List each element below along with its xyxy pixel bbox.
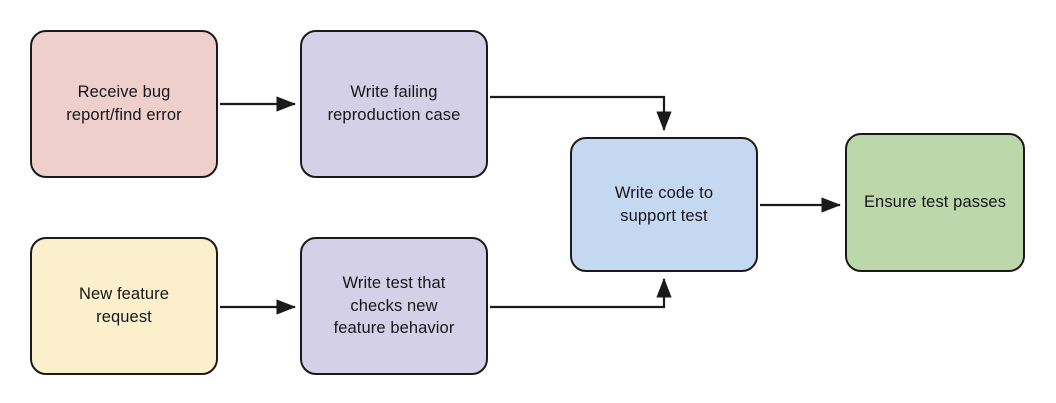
node-write-failing-reproduction-case[interactable]: Write failing reproduction case [300,30,488,178]
node-label: Ensure test passes [863,193,1007,212]
node-write-code-to-support-test[interactable]: Write code to support test [570,137,758,272]
node-new-feature-request[interactable]: New feature request [30,237,218,375]
node-write-test-checks-new-feature[interactable]: Write test that checks new feature behav… [300,237,488,375]
node-receive-bug-report[interactable]: Receive bug report/find error [30,30,218,178]
node-label: New feature request [78,285,170,326]
edge-write-test-to-write-code [490,277,672,309]
node-label: Receive bug report/find error [66,83,182,124]
node-label: Write test that checks new feature behav… [333,273,455,338]
edge-failing-case-to-write-code [490,95,672,132]
node-ensure-test-passes[interactable]: Ensure test passes [845,133,1025,272]
node-label: Write code to support test [614,183,714,225]
node-label: Write failing reproduction case [327,83,461,124]
